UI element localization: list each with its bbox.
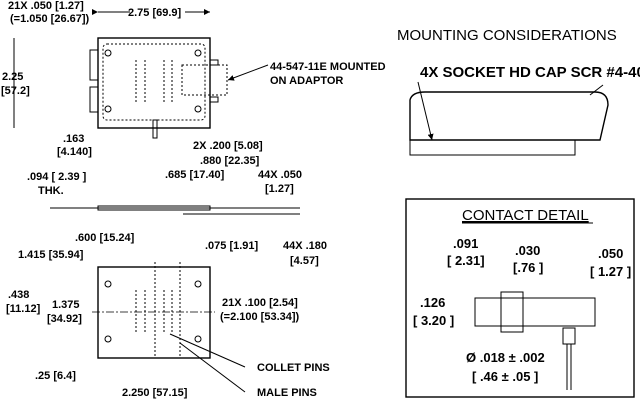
dim-1375-in: 1.375 — [52, 299, 80, 311]
height-mm: [57.2] — [1, 85, 30, 97]
thickness-label: .094 [ 2.39 ] — [27, 171, 87, 183]
diameter-mm: [ .46 ± .05 ] — [472, 369, 538, 384]
dim-438-mm: [11.12] — [6, 303, 41, 315]
dim-685: .685 [17.40] — [165, 169, 225, 181]
pin-pitch: 44X .050 — [258, 169, 302, 181]
dim-25: .25 [6.4] — [35, 370, 76, 382]
dim-2250: 2.250 [57.15] — [122, 387, 188, 399]
d030-mm: [.76 ] — [513, 260, 543, 275]
d126-mm: [ 3.20 ] — [413, 313, 454, 328]
mount-hole — [194, 49, 202, 57]
width-dimension: 2.75 [69.9] — [128, 7, 182, 19]
diameter-in: Ø .018 ± .002 — [466, 350, 545, 365]
d050-mm: [ 1.27 ] — [590, 264, 631, 279]
bottom-pitch: 21X .100 [2.54] — [222, 297, 298, 309]
d050-in: .050 — [598, 246, 623, 261]
d091-mm: [ 2.31] — [447, 253, 485, 268]
side-view: .094 [ 2.39 ] THK. 44X .050 [1.27] 44X .… — [27, 169, 327, 267]
thk-label: THK. — [38, 185, 64, 197]
male-pins-label: MALE PINS — [257, 387, 317, 399]
mount-hole — [104, 49, 112, 57]
dim-880: .880 [22.35] — [200, 155, 260, 167]
mount-hole — [104, 105, 112, 113]
dim-075: .075 [1.91] — [205, 240, 259, 252]
contact-detail-title: CONTACT DETAIL — [462, 207, 589, 224]
d091-in: .091 — [453, 236, 478, 251]
adaptor-label-2: ON ADAPTOR — [270, 75, 343, 87]
dim-1375-mm: [34.92] — [47, 313, 82, 325]
pitch-total: (=1.050 [26.67]) — [10, 13, 90, 25]
bottom-pitch-total: (=2.100 [53.34]) — [220, 311, 300, 323]
d126-in: .126 — [420, 295, 445, 310]
top-view: 2.75 [69.9] 21X .050 [1.27] (=1.050 [26.… — [1, 0, 386, 181]
collet-pins-label: COLLET PINS — [257, 362, 330, 374]
dim-600: .600 [15.24] — [75, 232, 135, 244]
height-in: 2.25 — [2, 71, 23, 83]
mounting-title: MOUNTING CONSIDERATIONS — [397, 27, 617, 44]
pin-length: 44X .180 — [283, 240, 327, 252]
board-outline — [97, 37, 211, 129]
d030-in: .030 — [515, 243, 540, 258]
pitch-label: 21X .050 [1.27] — [8, 0, 84, 12]
bottom-view: .600 [15.24] 1.415 [35.94] .075 [1.91] .… — [6, 232, 330, 399]
dim-438-in: .438 — [8, 289, 29, 301]
contact-detail: CONTACT DETAIL .091 [ 2.31] .030 [.76 ] … — [405, 198, 635, 398]
dim-1415: 1.415 [35.94] — [18, 249, 84, 261]
pin-length-mm: [4.57] — [290, 255, 319, 267]
screw-label: 4X SOCKET HD CAP SCR #4-40 — [420, 64, 640, 81]
offset-in: .163 — [63, 133, 84, 145]
mounting-considerations: MOUNTING CONSIDERATIONS 4X SOCKET HD CAP… — [397, 27, 640, 156]
adaptor-label-1: 44-547-11E MOUNTED — [270, 61, 386, 73]
offset-mm: [4.140] — [57, 146, 92, 158]
pin-pitch-mm: [1.27] — [265, 183, 294, 195]
mount-hole — [194, 105, 202, 113]
row-spacing: 2X .200 [5.08] — [193, 140, 263, 152]
